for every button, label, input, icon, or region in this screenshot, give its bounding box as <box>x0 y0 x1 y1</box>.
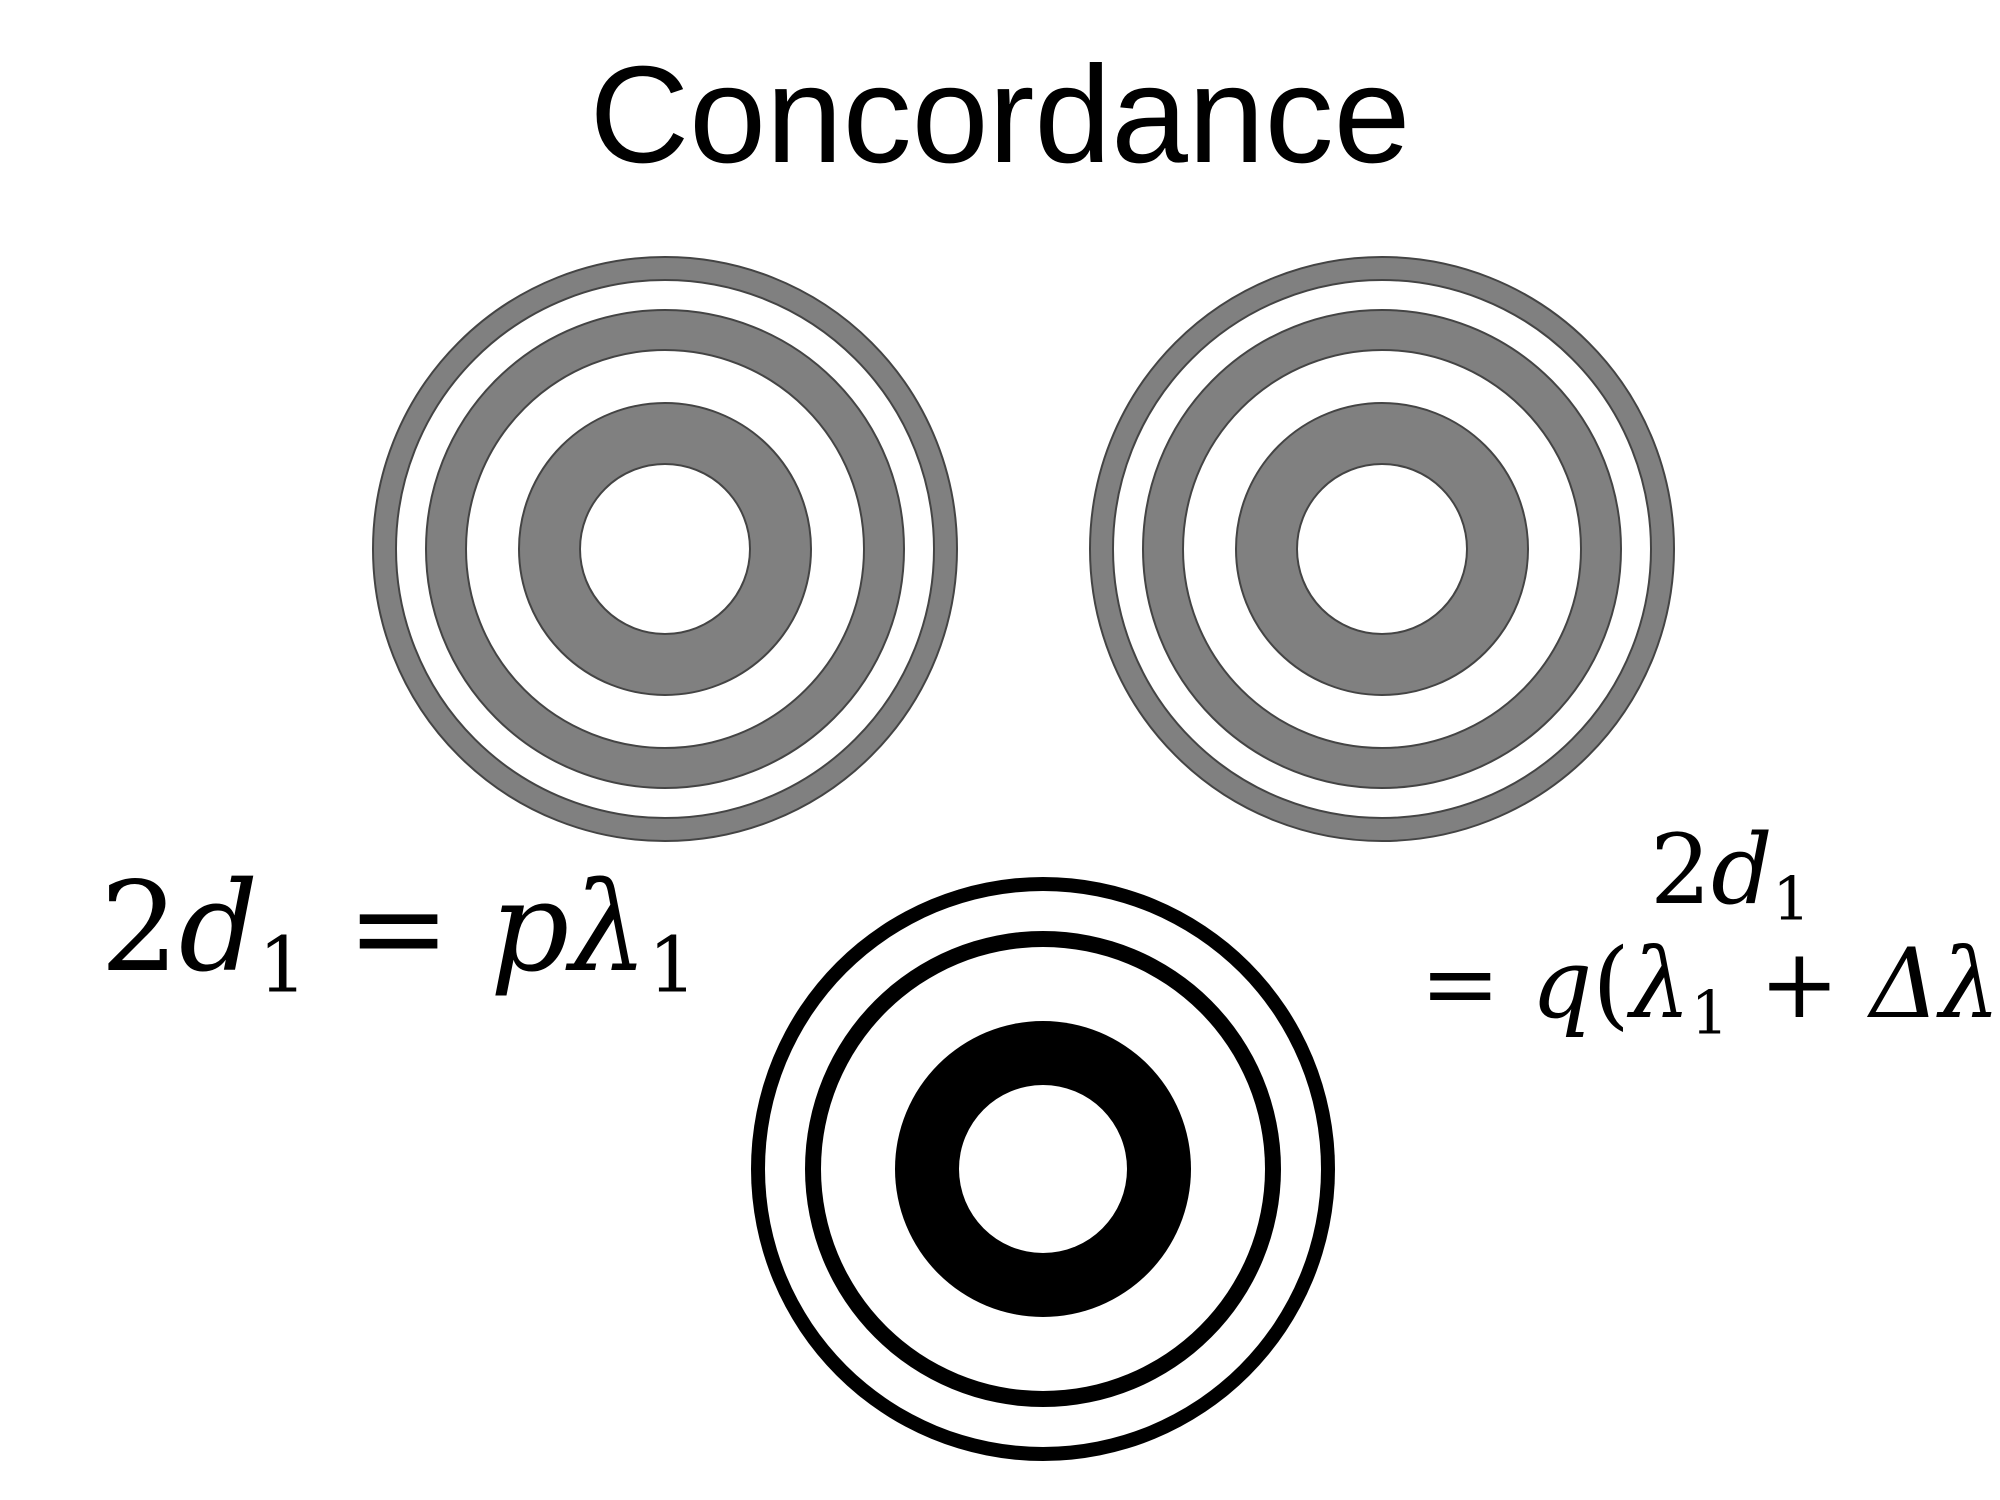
equation-left: 2d1 = pλ1 <box>100 866 697 1005</box>
fringe-pattern-superposed <box>751 877 1335 1461</box>
equation-right-line2: = q(λ1 + Δλ) <box>1420 936 2000 1044</box>
eq-left-lambda: λ <box>569 856 648 1000</box>
ring-center <box>1296 463 1468 635</box>
ring-center <box>959 1085 1127 1253</box>
ring-center <box>579 463 751 635</box>
eq-right-delta-lambda: Δλ <box>1870 928 2000 1040</box>
eq-right-plus: + <box>1759 928 1840 1040</box>
eq-left-var-p: p <box>489 856 570 1000</box>
eq-left-lambda-sub: 1 <box>647 921 697 1011</box>
eq-right-equals: = <box>1420 928 1501 1040</box>
eq-right-var-d: d <box>1711 814 1773 926</box>
eq-left-coef: 2 <box>100 856 179 1000</box>
eq-right-sub: 1 <box>1772 865 1811 935</box>
eq-right-lambda: λ <box>1629 928 1691 1040</box>
equation-right-line1: 2d1 <box>1650 822 1810 930</box>
eq-right-lambda-sub: 1 <box>1690 979 1729 1049</box>
eq-right-coef: 2 <box>1650 814 1712 926</box>
eq-right-open-paren: ( <box>1592 928 1630 1040</box>
eq-left-var-d: d <box>178 856 259 1000</box>
eq-right-var-q: q <box>1530 928 1593 1040</box>
eq-left-sub: 1 <box>258 921 308 1011</box>
eq-left-equals: = <box>346 856 451 1000</box>
slide-title: Concordance <box>589 38 1411 192</box>
fringe-pattern-right <box>1089 256 1675 842</box>
fringe-pattern-left <box>372 256 958 842</box>
